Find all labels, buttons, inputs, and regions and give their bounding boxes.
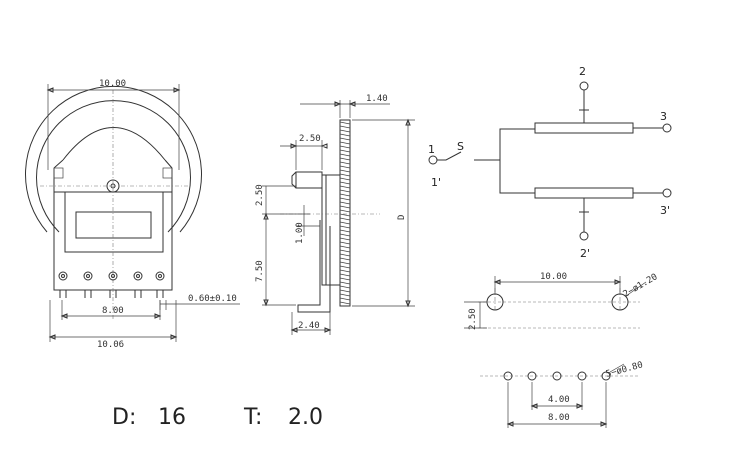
dim-front-pin-width: 0.60±0.10 [188,294,237,304]
knurl-tooth [339,245,351,249]
knurl-tooth [339,233,351,237]
spec-t-label: T: [243,405,262,430]
knurl-tooth [339,141,351,145]
hole-pattern-bottom: 4.00 8.00 5−ø0.80 [480,360,644,428]
dim-bottom-inner: 4.00 [548,395,570,405]
dim-holes-note: 2−ø1.20 [622,272,660,300]
knurl-tooth [339,165,351,169]
dim-side-height-a: 2.50 [255,184,265,206]
spec-t-value: 2.0 [288,405,323,430]
knurl-tooth [339,189,351,193]
knurl-tooth [339,249,351,253]
dim-side-height-b: 1.00 [295,222,305,244]
knurl-tooth [339,297,351,301]
knurl-tooth [339,261,351,265]
hole-pattern-top: 10.00 2−ø1.20 2.50 [464,272,659,330]
knurl-tooth [339,153,351,157]
dim-holes-spacing: 10.00 [540,272,567,282]
dim-front-width-top: 10.00 [99,79,126,89]
knurl-tooth [339,121,351,125]
dim-side-shaft-offset: 2.50 [299,134,321,144]
knurl-tooth [339,157,351,161]
specs: D: 16 T: 2.0 [112,405,323,430]
knurl-tooth [339,181,351,185]
knurl-tooth [339,185,351,189]
knurl-tooth [339,253,351,257]
spec-d-label: D: [112,405,136,430]
knurl-tooth [339,209,351,213]
dim-front-width-bottom: 10.06 [97,340,124,350]
knurl-tooth [339,229,351,233]
pin-label-2: 2 [579,65,586,78]
knurl-tooth [339,221,351,225]
knurl-tooth [339,277,351,281]
dim-bottom-note: 5−ø0.80 [605,360,644,379]
knurl-tooth [339,193,351,197]
knurl-tooth [339,289,351,293]
side-view: 1.40 2.50 2.50 1.00 7.50 D 2.40 [255,94,415,335]
knurl-tooth [339,217,351,221]
knurl-tooth [339,269,351,273]
knurl-tooth [339,225,351,229]
front-view: 10.00 8.00 0.60±0.10 10.06 [25,79,240,350]
knurl-tooth [339,281,351,285]
dim-side-height-c: 7.50 [255,260,265,282]
pin-label-3: 3 [660,110,667,123]
knurl-tooth [339,265,351,269]
dim-side-flange: 1.40 [366,94,388,104]
dim-front-pin-span: 8.00 [102,306,124,316]
knurl-tooth [339,137,351,141]
dim-bottom-outer: 8.00 [548,413,570,423]
dim-holes-height: 2.50 [468,308,478,330]
knurl-tooth [339,285,351,289]
knurl-tooth [339,161,351,165]
knurl-tooth [339,129,351,133]
pin-label-1: 1 [428,143,435,156]
knurl-tooth [339,213,351,217]
knurl-tooth [339,133,351,137]
pin-label-1p: 1' [431,176,441,189]
switch-label: S [457,140,464,153]
knurl-tooth [339,173,351,177]
knurl-tooth [339,273,351,277]
schematic: 1 1' S 2 2' 3 3' [428,65,672,260]
knurl-tooth [339,257,351,261]
knurl-tooth [339,197,351,201]
knurl-tooth [339,177,351,181]
knurl-tooth [339,201,351,205]
knurl-tooth [339,237,351,241]
pin-label-3p: 3' [660,204,670,217]
knurl-tooth [339,293,351,297]
knurl-tooth [339,125,351,129]
dim-side-bottom: 2.40 [298,321,320,331]
knurl-tooth [339,301,351,305]
knurl-tooth [339,145,351,149]
dim-side-diameter: D [397,215,407,220]
knurl-tooth [339,241,351,245]
knurl-tooth [339,205,351,209]
knurl-tooth [339,169,351,173]
knurl-tooth [339,149,351,153]
front-pins [58,271,165,298]
pin-label-2p: 2' [580,247,590,260]
spec-d-value: 16 [158,405,186,430]
